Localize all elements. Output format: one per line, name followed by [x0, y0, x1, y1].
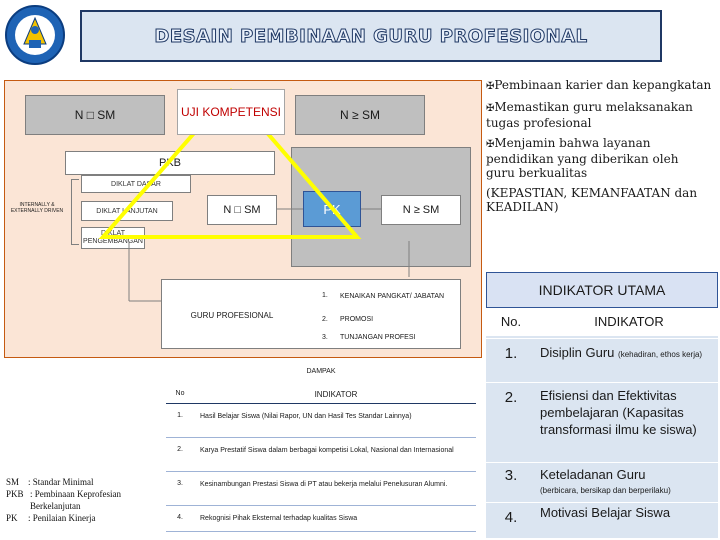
col-header-no: No: [175, 390, 185, 397]
table-row: 4. Motivasi Belajar Siswa: [486, 502, 718, 538]
diagram-connectors: [128, 208, 410, 302]
outcome-text: TUNJANGAN PROFESI: [340, 334, 416, 341]
page-title: DESAIN PEMBINAAN GURU PROFESIONAL: [154, 25, 588, 47]
dampak-title: DAMPAK: [306, 368, 336, 375]
outcome-no: 1.: [322, 292, 328, 299]
row-indikator: Disiplin Guru (kehadiran, ethos kerja): [540, 345, 718, 363]
ministry-logo: [2, 4, 68, 66]
indikator-utama-table: No. INDIKATOR 1. Disiplin Guru (kehadira…: [486, 308, 718, 538]
legend-text: : Penilaian Kinerja: [28, 513, 96, 523]
table-row: 2. Karya Prestatif Siswa dalam berbagai …: [166, 438, 476, 472]
bullet-text: Pembinaan karier dan kepangkatan: [494, 78, 712, 92]
row-text: Karya Prestatif Siswa dalam berbagai kom…: [200, 447, 454, 454]
legend-text: : Standar Minimal: [28, 477, 94, 487]
indikator-utama-header: INDIKATOR UTAMA: [486, 272, 718, 308]
table-row: 2. Efisiensi dan Efektivitas pembelajara…: [486, 382, 718, 462]
bullet-text: Menjamin bahwa layanan pendidikan yang d…: [486, 136, 679, 180]
row-text: Rekognisi Pihak Eksternal terhadap kuali…: [200, 515, 358, 522]
legend-abbr: SM: [6, 477, 20, 487]
internally-driven-label: INTERNALLY & EXTERNALLY DRIVEN: [10, 202, 64, 214]
guru-profesional-label: GURU PROFESIONAL: [190, 310, 274, 320]
row-no: 2.: [177, 446, 183, 453]
row-indikator: Keteladanan Guru (berbicara, bersikap da…: [540, 467, 718, 499]
col-header-indikator: INDIKATOR: [594, 314, 664, 329]
outcome-no: 3.: [322, 334, 328, 341]
row-main: Motivasi Belajar Siswa: [540, 505, 671, 520]
row-no: 1.: [504, 345, 518, 362]
outcome-item: 1. KENAIKAN PANGKAT/ JABATAN: [322, 292, 462, 314]
col-header-no: No.: [500, 314, 522, 329]
table-row: 3. Kesinambungan Prestasi Siswa di PT at…: [166, 472, 476, 506]
bullet-item: ✠Memastikan guru melaksanakan tugas prof…: [486, 100, 706, 130]
diklat-bracket: [71, 179, 79, 245]
outcome-no: 2.: [322, 316, 328, 323]
table-row: 3. Keteladanan Guru (berbicara, bersikap…: [486, 462, 718, 502]
table-row: 1. Hasil Belajar Siswa (Nilai Rapor, UN …: [166, 404, 476, 438]
title-bar: DESAIN PEMBINAAN GURU PROFESIONAL: [80, 10, 662, 62]
bullet-item: ✠Pembinaan karier dan kepangkatan: [486, 78, 718, 94]
legend-text: : Pembinaan Keprofesian Berkelanjutan: [30, 489, 121, 511]
bullet-item: ✠Menjamin bahwa layanan pendidikan yang …: [486, 136, 706, 180]
dampak-table: DAMPAK No INDIKATOR 1. Hasil Belajar Sis…: [166, 368, 476, 536]
row-no: 4.: [504, 509, 518, 526]
uji-kompetensi-box: UJI KOMPETENSI: [177, 89, 285, 135]
legend-abbr: PK: [6, 513, 18, 523]
row-no: 3.: [177, 480, 183, 487]
table-header-row: No. INDIKATOR: [486, 308, 718, 336]
table-row: 4. Rekognisi Pihak Eksternal terhadap ku…: [166, 506, 476, 532]
outcome-item: 3. TUNJANGAN PROFESI: [322, 334, 462, 348]
diagram-panel: N □ SM N ≥ SM PKB INTERNALLY & EXTERNALL…: [4, 80, 482, 358]
legend-abbr: PKB: [6, 489, 24, 499]
row-note: (berbicara, bersikap dan berperilaku): [540, 486, 671, 495]
bullet-note: (KEPASTIAN, KEMANFAATAN dan KEADILAN): [486, 186, 698, 214]
row-no: 3.: [504, 467, 518, 484]
bullet-text: Memastikan guru melaksanakan tugas profe…: [486, 100, 693, 130]
legend-item: PKB : Pembinaan Keprofesian Berkelanjutan: [6, 488, 166, 512]
uji-kompetensi-label: UJI KOMPETENSI: [180, 105, 281, 119]
table-header-row: No INDIKATOR: [166, 384, 476, 404]
row-note: (kehadiran, ethos kerja): [618, 350, 703, 359]
row-main: Disiplin Guru: [540, 345, 615, 360]
row-main: Keteladanan Guru: [540, 467, 646, 482]
outcome-text: PROMOSI: [340, 316, 374, 323]
row-text: Kesinambungan Prestasi Siswa di PT atau …: [200, 481, 448, 488]
col-header-indikator: INDIKATOR: [314, 390, 358, 399]
n-above-sm-mid-box: N ≥ SM: [381, 195, 461, 225]
legend: SM : Standar Minimal PKB : Pembinaan Kepro…: [6, 476, 166, 524]
n-above-sm-mid-label: N ≥ SM: [402, 204, 440, 216]
outcome-text: KENAIKAN PANGKAT/ JABATAN: [340, 293, 445, 300]
row-no: 2.: [504, 389, 518, 406]
row-no: 4.: [177, 514, 183, 521]
row-main: Efisiensi dan Efektivitas pembelajaran (…: [540, 388, 697, 437]
guru-profesional-box: GURU PROFESIONAL 1. KENAIKAN PANGKAT/ JA…: [161, 279, 461, 349]
bullet-marker-icon: ✠: [486, 81, 495, 92]
bullet-marker-icon: ✠: [486, 139, 495, 150]
legend-item: SM : Standar Minimal: [6, 476, 166, 488]
row-no: 1.: [177, 412, 183, 419]
outcome-item: 2. PROMOSI: [322, 316, 462, 330]
indikator-utama-title: INDIKATOR UTAMA: [538, 282, 666, 298]
legend-item: PK : Penilaian Kinerja: [6, 512, 166, 524]
bullet-marker-icon: ✠: [486, 103, 495, 114]
row-text: Hasil Belajar Siswa (Nilai Rapor, UN dan…: [200, 413, 412, 420]
table-row: 1. Disiplin Guru (kehadiran, ethos kerja…: [486, 338, 718, 382]
